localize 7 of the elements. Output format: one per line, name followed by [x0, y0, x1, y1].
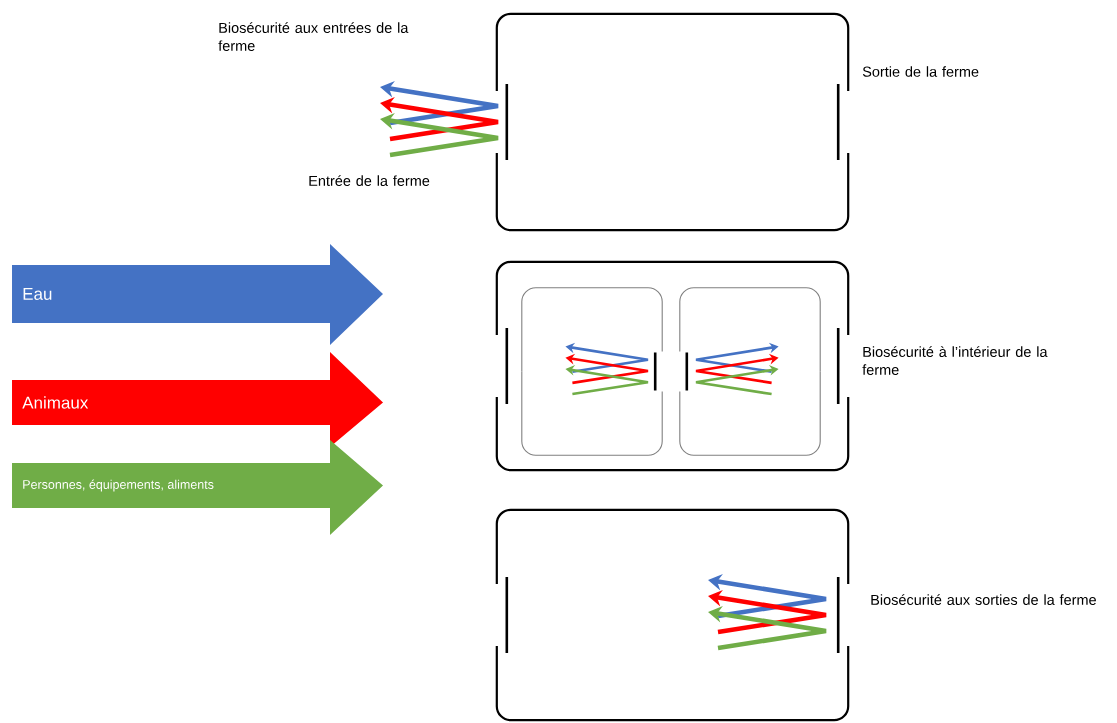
farm-box [495, 508, 850, 722]
farm-box [495, 12, 850, 232]
caption-text: Biosécurité aux entrées de la ferme [218, 22, 409, 51]
caption-text: Entrée de la ferme [309, 175, 430, 186]
room-box [521, 287, 663, 456]
farm-box [495, 260, 850, 472]
room-box [679, 287, 821, 456]
